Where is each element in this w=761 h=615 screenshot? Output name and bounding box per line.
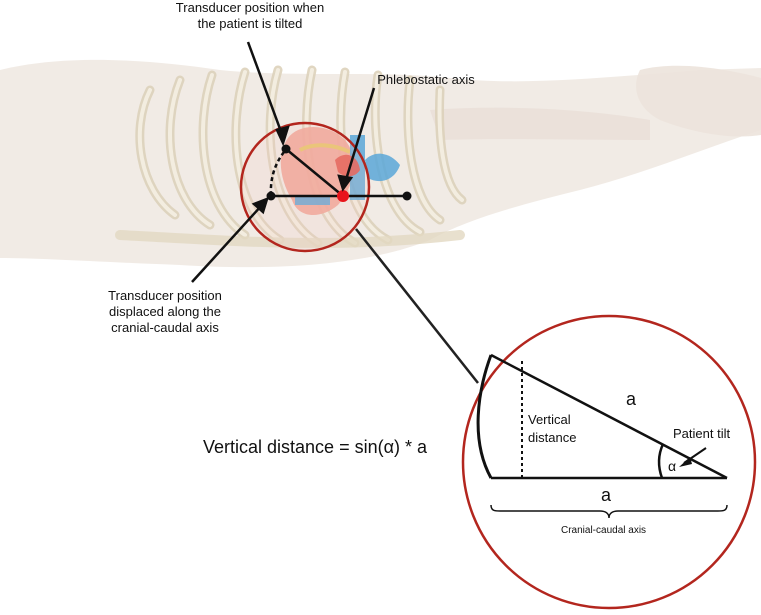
- patient-tilt-label: Patient tilt: [673, 426, 730, 441]
- transducer-displaced-label-line2: displaced along the: [108, 304, 222, 319]
- arm-silhouette: [430, 107, 650, 140]
- phlebostatic-axis-point: [337, 190, 349, 202]
- vessel-blue-2: [365, 153, 400, 182]
- alpha-angle-arc: [657, 443, 665, 479]
- tilted-axis-line: [285, 148, 344, 197]
- transducer-tilted-label-line2: the patient is tilted: [197, 16, 303, 31]
- arrow-tilted-transducer: [246, 41, 285, 138]
- head-silhouette: [636, 65, 761, 137]
- vertical-distance-label-line1: Vertical: [528, 412, 571, 427]
- vessel-blue-3: [295, 195, 330, 205]
- base-label: a: [601, 485, 612, 505]
- zoom-ring-large: [461, 314, 757, 610]
- arrow-tilted-transducer-head: [275, 125, 290, 147]
- hypotenuse-label: a: [626, 389, 637, 409]
- arrow-phlebostatic-head: [337, 174, 354, 192]
- tilted-transducer-point: [281, 144, 291, 154]
- alpha-label: α: [668, 458, 676, 474]
- annotation-arrows: [191, 41, 376, 283]
- zoom-connector-line: [355, 228, 479, 384]
- tilt-triangle: [476, 353, 728, 519]
- arrow-displaced-transducer: [191, 204, 263, 283]
- transducer-tilted-label-line1: Transducer position when: [175, 0, 325, 15]
- vertical-distance-formula: Vertical distance = sin(α) * a: [203, 437, 428, 457]
- heart-vessel-yellow: [299, 143, 351, 154]
- right-end-point: [402, 191, 412, 201]
- transducer-displaced-label-line3: cranial-caudal axis: [111, 320, 219, 335]
- transducer-tilted-label: Transducer position when the patient is …: [150, 0, 350, 32]
- vessel-red: [335, 154, 360, 177]
- cranial-caudal-axis-label: Cranial-caudal axis: [561, 525, 646, 536]
- patient-tilt-arrow-head: [679, 457, 692, 467]
- arrow-phlebostatic: [343, 87, 376, 184]
- zoom-ring-small: [239, 121, 371, 253]
- triangle-arc-side: [476, 354, 493, 479]
- transducer-geometry: [266, 144, 412, 202]
- transducer-displaced-label-line1: Transducer position: [108, 288, 222, 303]
- phlebostatic-axis-label: Phlebostatic axis: [366, 72, 486, 88]
- transducer-displaced-label: Transducer position displaced along the …: [90, 288, 240, 336]
- displaced-transducer-point: [266, 191, 276, 201]
- phlebostatic-axis-label-text: Phlebostatic axis: [377, 72, 475, 87]
- arrow-displaced-transducer-head: [251, 196, 269, 215]
- triangle-hypotenuse: [490, 353, 728, 480]
- spine: [115, 230, 465, 248]
- vertical-distance-label-line2: distance: [528, 430, 576, 445]
- cranial-caudal-brace: [490, 504, 728, 519]
